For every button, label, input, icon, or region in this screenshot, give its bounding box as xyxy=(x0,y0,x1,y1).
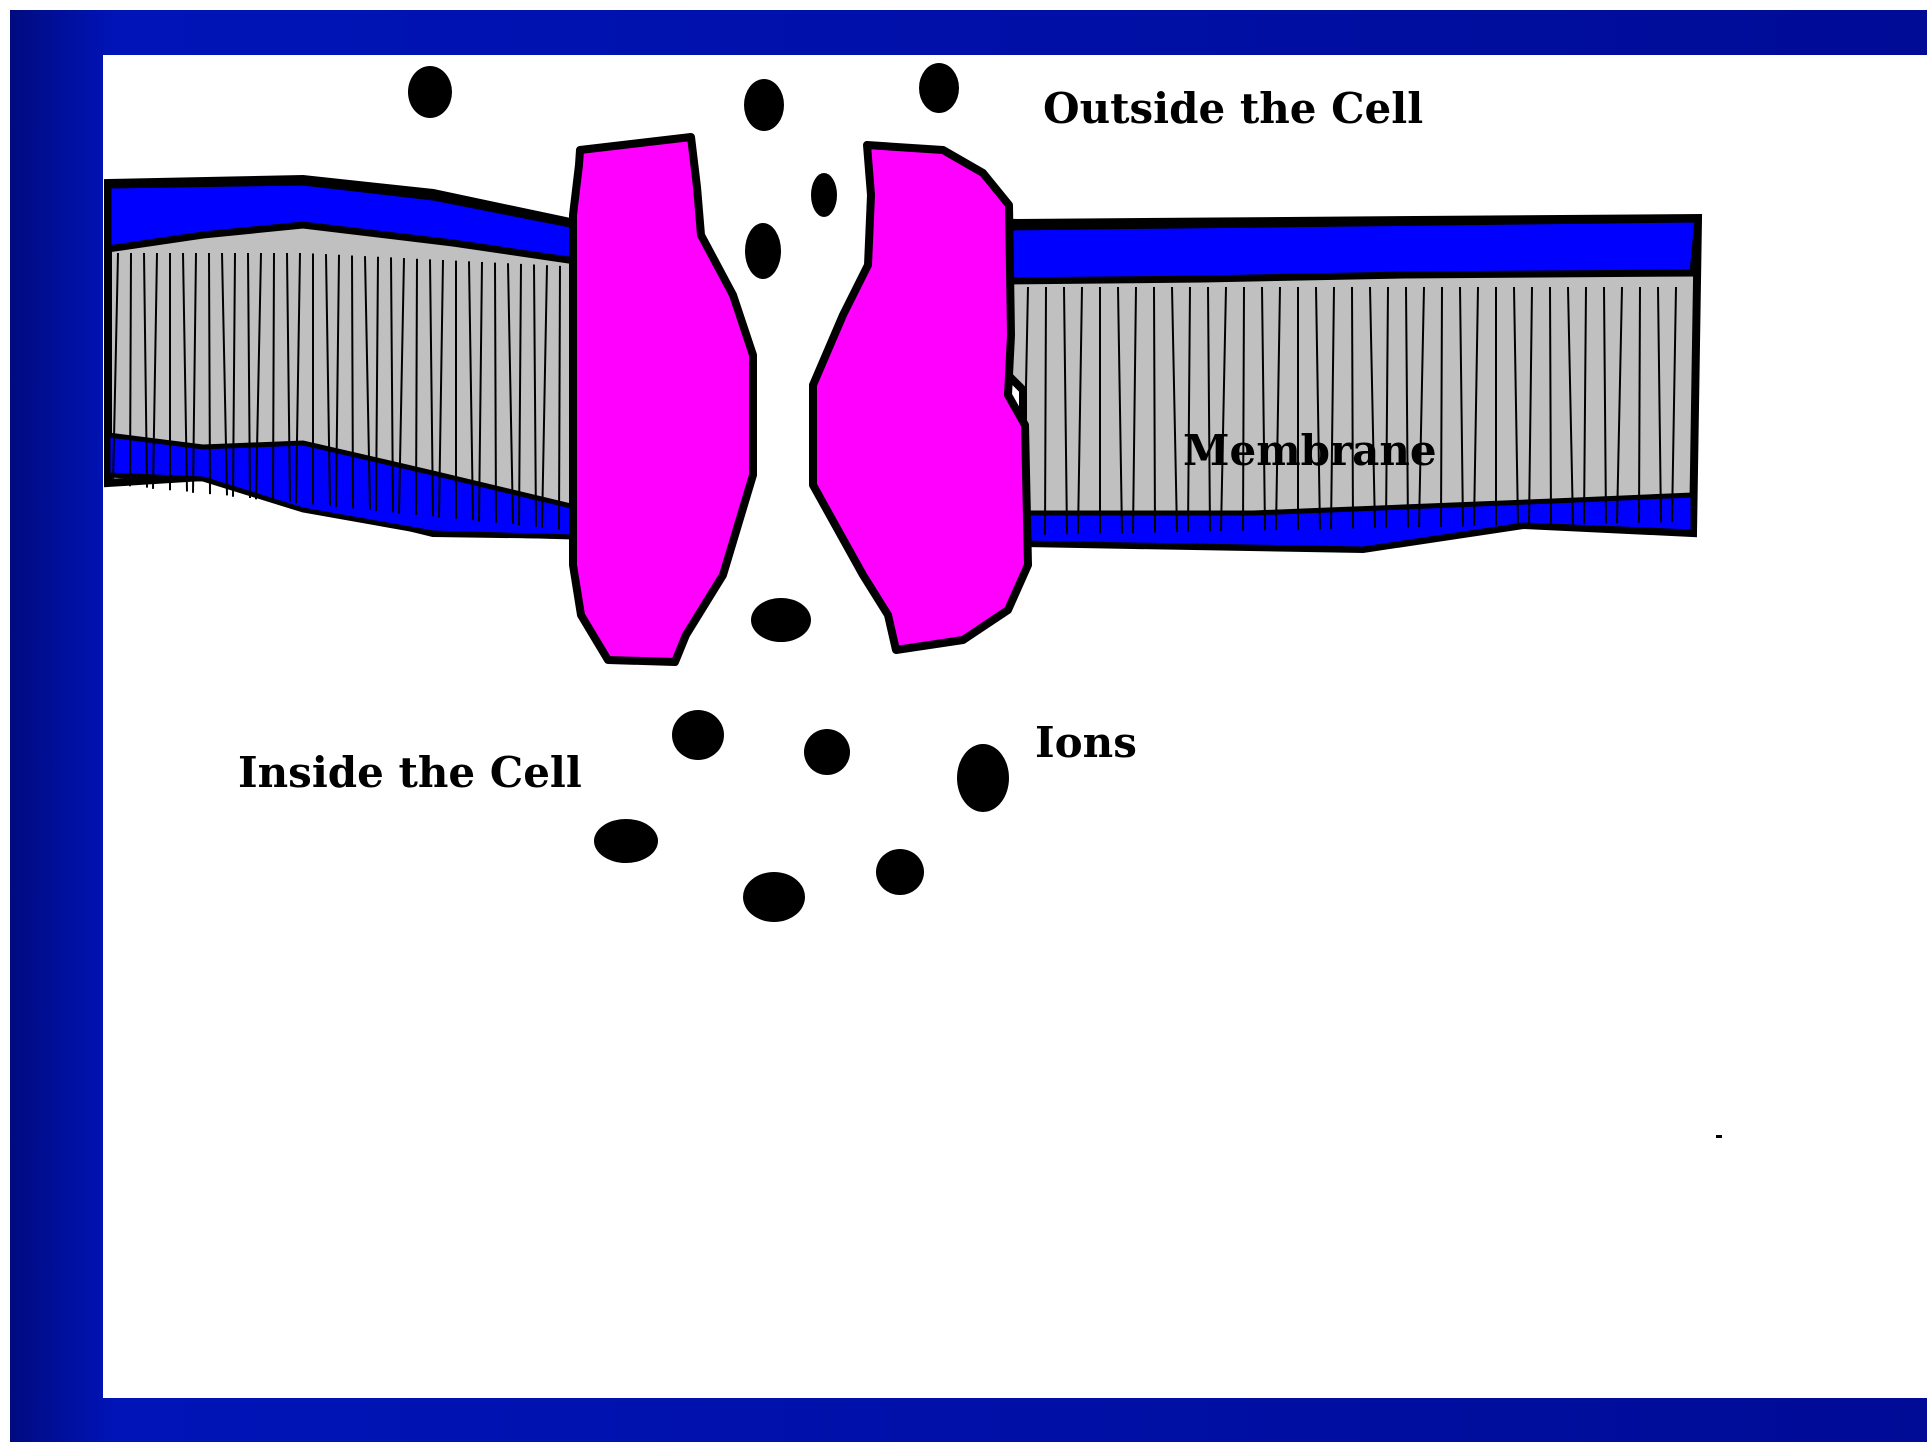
inside-cell-label: Inside the Cell xyxy=(238,748,582,797)
lipid-tail-line xyxy=(495,263,496,523)
lipid-tail-line xyxy=(1352,287,1353,529)
ion xyxy=(751,598,811,642)
lipid-tail-line xyxy=(1441,287,1442,527)
lipid-tail-line xyxy=(1639,287,1640,523)
membrane-right-top-heads xyxy=(1008,219,1698,281)
ion xyxy=(919,63,959,113)
ion xyxy=(804,729,850,775)
membrane-right-segment xyxy=(1008,218,1698,549)
lipid-tail-line xyxy=(1550,287,1551,525)
ion xyxy=(408,66,452,118)
lipid-tail-line xyxy=(559,266,560,529)
lipid-tail-line xyxy=(1243,287,1244,531)
lipid-tail-line xyxy=(352,255,353,508)
lipid-tail-line xyxy=(416,259,417,515)
outside-cell-label: Outside the Cell xyxy=(1043,84,1423,133)
membrane-left-segment xyxy=(108,179,575,537)
ion xyxy=(811,173,837,217)
ion xyxy=(745,223,781,279)
lipid-tail-line xyxy=(130,253,131,486)
frame-top-edge xyxy=(0,0,1927,10)
stray-mark xyxy=(1716,1135,1722,1138)
channel-protein-left-half xyxy=(573,137,753,662)
ion xyxy=(957,744,1009,812)
diagram-canvas: Outside the Cell Membrane Inside the Cel… xyxy=(103,55,1927,1398)
ion xyxy=(594,819,658,863)
lipid-tail-line xyxy=(209,253,210,494)
ions-label: Ions xyxy=(1035,718,1137,767)
ion xyxy=(672,710,724,760)
ion xyxy=(743,872,805,922)
lipid-tail-line xyxy=(1154,287,1155,532)
ion xyxy=(744,79,784,131)
lipid-tail-line xyxy=(1045,287,1046,535)
ion xyxy=(876,849,924,895)
lipid-tail-line xyxy=(273,253,274,501)
channel-protein-right-half xyxy=(813,145,1028,650)
frame-left-edge xyxy=(0,0,10,1442)
ion-channel-diagram: Outside the Cell Membrane Inside the Cel… xyxy=(103,55,1927,1398)
membrane-label: Membrane xyxy=(1183,426,1437,475)
